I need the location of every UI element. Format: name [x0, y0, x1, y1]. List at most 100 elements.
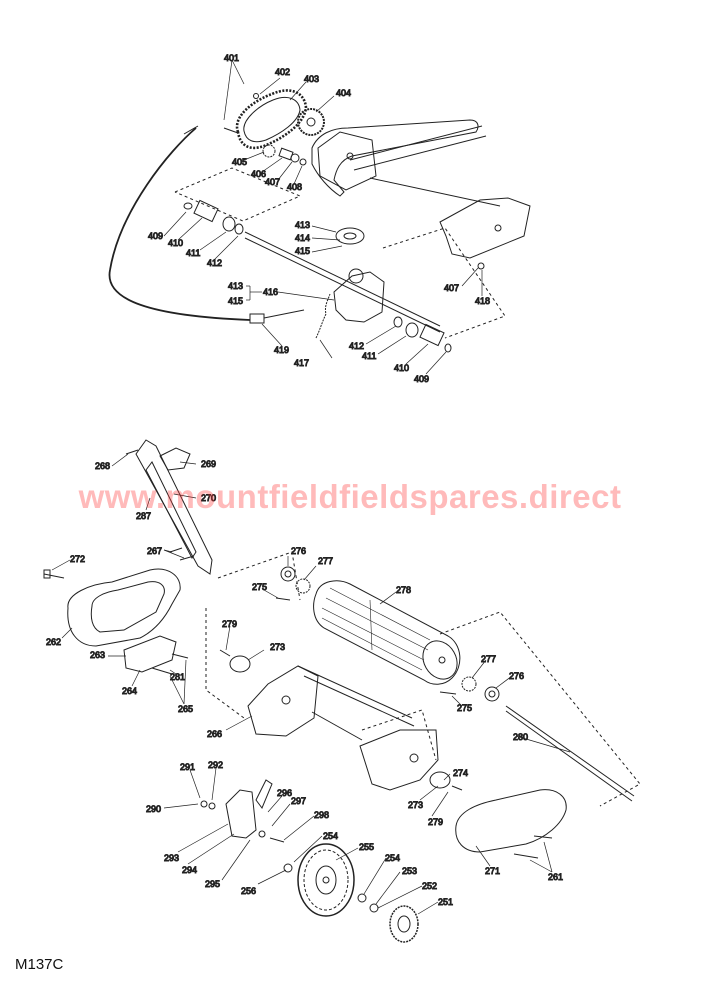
part-label: 415: [228, 296, 243, 306]
part-label: 417: [294, 358, 309, 368]
part-label: 264: [122, 686, 137, 696]
part-label: 411: [362, 351, 376, 361]
part-label: 263: [90, 650, 105, 660]
washer: [183, 202, 193, 210]
bushing: [419, 323, 445, 347]
dashed-guide: [174, 167, 302, 222]
part-label: 255: [359, 842, 374, 852]
part-label: 414: [295, 233, 310, 243]
part-label: 268: [95, 461, 110, 471]
part-label: 274: [453, 768, 468, 778]
part-label: 269: [201, 459, 216, 469]
chain: [235, 89, 308, 150]
washer: [444, 343, 452, 353]
top-part-labels: 401 402 403 404 405 406 407 408 409 410 …: [148, 53, 491, 385]
bottom-part-labels: 268 269 270 287 267 272 276 277 275 278 …: [46, 459, 564, 908]
part-label: 271: [485, 866, 500, 876]
frame-bar: [303, 675, 415, 727]
washer: [208, 802, 216, 810]
part-label: 298: [314, 810, 329, 820]
bottom-assembly: 268 269 270 287 267 272 276 277 275 278 …: [43, 439, 641, 943]
axle: [505, 710, 633, 802]
bolt: [451, 785, 463, 791]
adjuster-lever: [255, 779, 273, 809]
pulley: [335, 227, 365, 245]
washer: [200, 800, 208, 808]
drive-cable: [108, 127, 251, 321]
part-label: 412: [207, 258, 222, 268]
frame-side-left: [317, 131, 377, 191]
part-label: 409: [148, 231, 163, 241]
wheel-tread: [303, 849, 349, 911]
bearing-holder: [229, 655, 251, 673]
part-label: 407: [265, 177, 280, 187]
part-label: 273: [270, 642, 285, 652]
part-label: 403: [304, 74, 319, 84]
part-label: 251: [438, 897, 453, 907]
drive-gear: [389, 905, 419, 943]
pin: [439, 691, 457, 695]
bolt: [179, 555, 195, 561]
bolt: [171, 653, 189, 659]
frame-bar: [349, 125, 483, 161]
part-label: 293: [164, 853, 179, 863]
side-cover-right: [455, 789, 567, 853]
part-label: 292: [208, 760, 223, 770]
spring: [315, 293, 331, 339]
bolt-head: [43, 569, 51, 579]
bearing-inner: [488, 690, 496, 698]
gear: [295, 578, 311, 594]
frame-bar: [297, 665, 413, 719]
part-label: 290: [146, 804, 161, 814]
pin: [275, 597, 291, 601]
pin: [125, 449, 139, 455]
washer: [283, 863, 293, 873]
part-label: 401: [224, 53, 239, 63]
roller-flutes: [321, 587, 431, 671]
bearing: [484, 686, 500, 702]
part-label: 296: [277, 788, 292, 798]
washer: [258, 830, 266, 838]
dashed-guide: [361, 709, 437, 761]
sprocket: [297, 108, 325, 136]
frame-hole: [281, 695, 291, 705]
washer: [357, 893, 367, 903]
roller-hub: [438, 656, 446, 664]
dashed-guide: [382, 227, 506, 339]
part-label: 280: [513, 732, 528, 742]
bearing: [405, 322, 419, 338]
bracket: [123, 635, 177, 673]
small-sprocket: [262, 144, 276, 158]
drive-shaft: [244, 231, 441, 327]
part-label: 412: [349, 341, 364, 351]
part-label: 402: [275, 67, 290, 77]
roller-frame: [311, 119, 479, 197]
part-label: 270: [201, 493, 216, 503]
washer: [234, 223, 244, 235]
bolt: [219, 649, 231, 657]
bolt: [223, 127, 239, 134]
bearing-inner: [284, 570, 292, 578]
bolt: [169, 547, 183, 553]
part-label: 295: [205, 879, 220, 889]
handle-lever: [135, 439, 213, 575]
part-label: 277: [318, 556, 333, 566]
part-label: 418: [475, 296, 490, 306]
bearing: [222, 216, 236, 232]
roller-end: [422, 640, 458, 680]
part-label: 266: [207, 729, 222, 739]
part-label: 262: [46, 637, 61, 647]
part-label: 415: [295, 246, 310, 256]
washer: [393, 316, 403, 328]
frame-bar: [311, 711, 363, 741]
watermark-text: www.mountfieldfieldspares.direct: [78, 478, 622, 515]
part-label: 279: [222, 619, 237, 629]
washer: [477, 262, 485, 270]
cable-adjuster: [249, 313, 265, 324]
washer: [253, 93, 259, 99]
part-label: 275: [252, 582, 267, 592]
dashed-guide: [439, 611, 641, 807]
leader-lines: [51, 453, 571, 915]
dashed-guide: [217, 551, 301, 601]
side-cover-left: [67, 568, 181, 647]
